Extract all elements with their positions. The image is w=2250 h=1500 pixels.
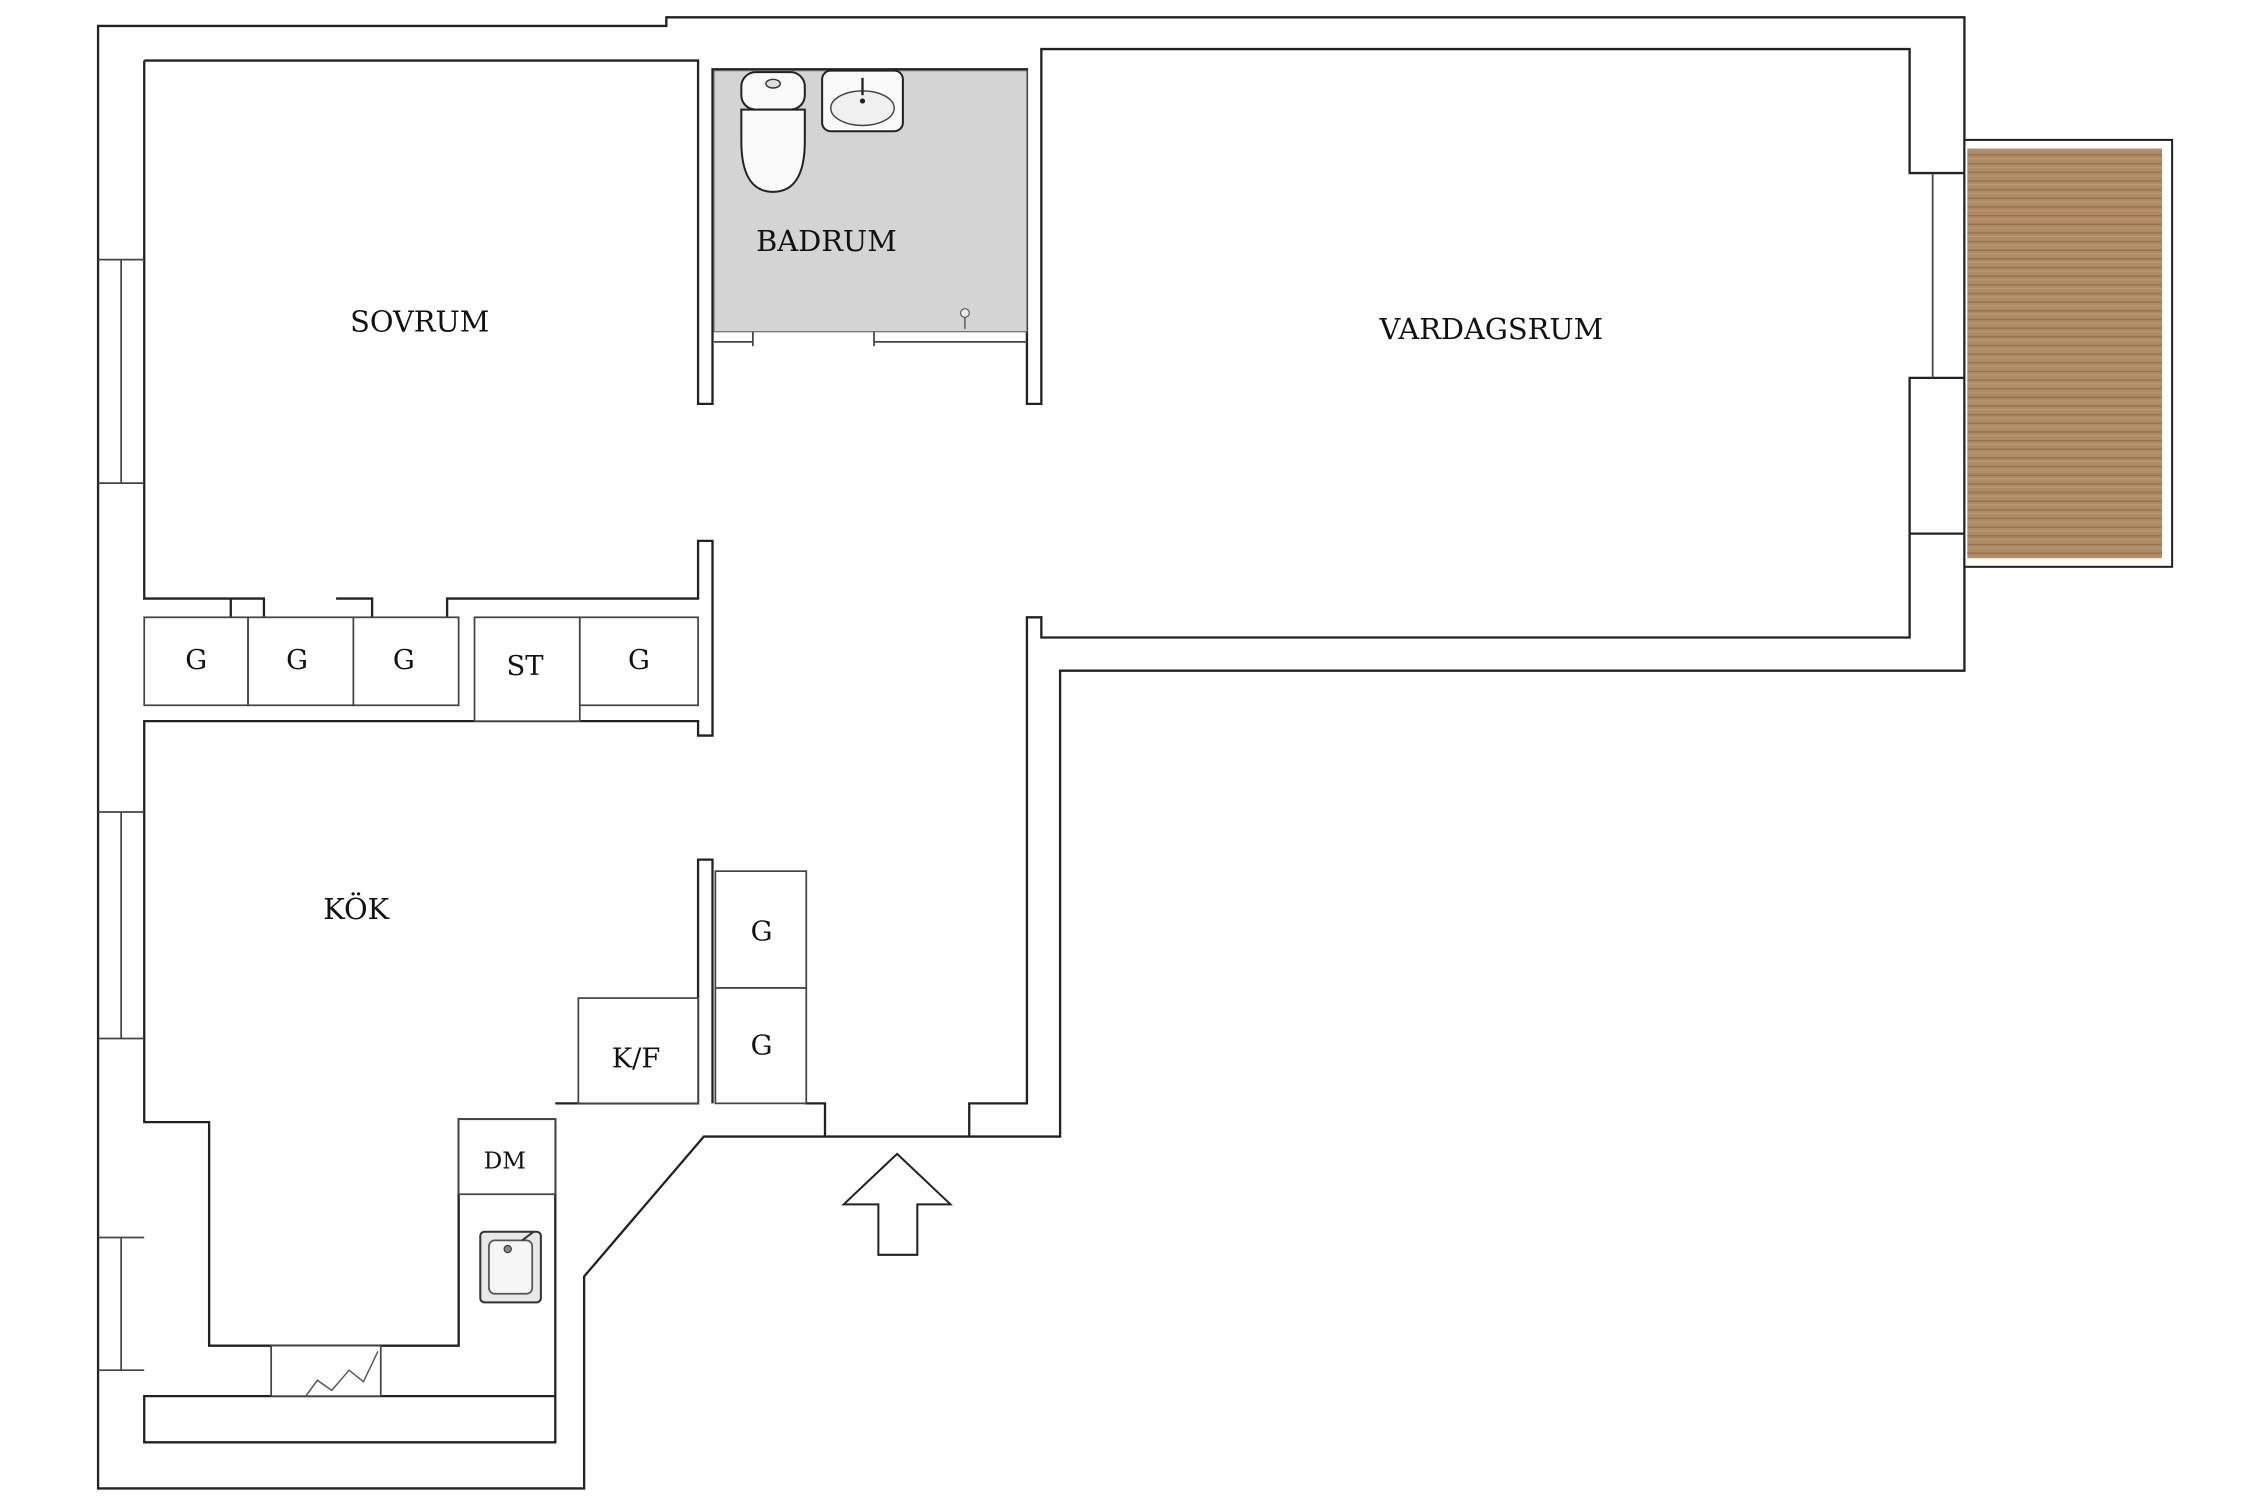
hall-wardrobes xyxy=(714,870,808,1105)
bedroom-wardrobes xyxy=(143,616,699,723)
wardrobe-label-3: G xyxy=(393,645,415,676)
room-label-sovrum: SOVRUM xyxy=(350,305,489,339)
outer-walls xyxy=(96,16,1966,1490)
bathroom xyxy=(713,69,1028,347)
room-label-kok: KÖK xyxy=(323,891,389,926)
up-arrow-icon xyxy=(841,1152,954,1256)
kitchen-units xyxy=(270,1118,557,1398)
washbasin-icon xyxy=(821,69,904,133)
fridge-freezer-label: K/F xyxy=(612,1043,661,1074)
wardrobe-label-4: G xyxy=(628,645,650,676)
floor-drain-icon xyxy=(960,308,970,329)
wardrobe-label-1: G xyxy=(185,645,207,676)
window-kok-1 xyxy=(98,811,145,1040)
dishwasher-label: DM xyxy=(484,1148,526,1174)
room-label-badrum: BADRUM xyxy=(756,224,897,258)
wardrobe-label-6: G xyxy=(751,1030,773,1061)
kitchen-sink-icon xyxy=(479,1230,542,1304)
fridge-freezer xyxy=(577,997,699,1105)
storage-label-st: ST xyxy=(506,651,543,682)
window-sovrum xyxy=(98,258,145,485)
window-kok-2 xyxy=(98,1236,145,1372)
wardrobe-label-2: G xyxy=(286,645,308,676)
toilet-icon xyxy=(740,71,806,193)
wardrobe-label-5: G xyxy=(751,916,773,947)
balcony-deck xyxy=(1963,138,2174,568)
room-label-vardagsrum: VARDAGSRUM xyxy=(1379,312,1604,346)
